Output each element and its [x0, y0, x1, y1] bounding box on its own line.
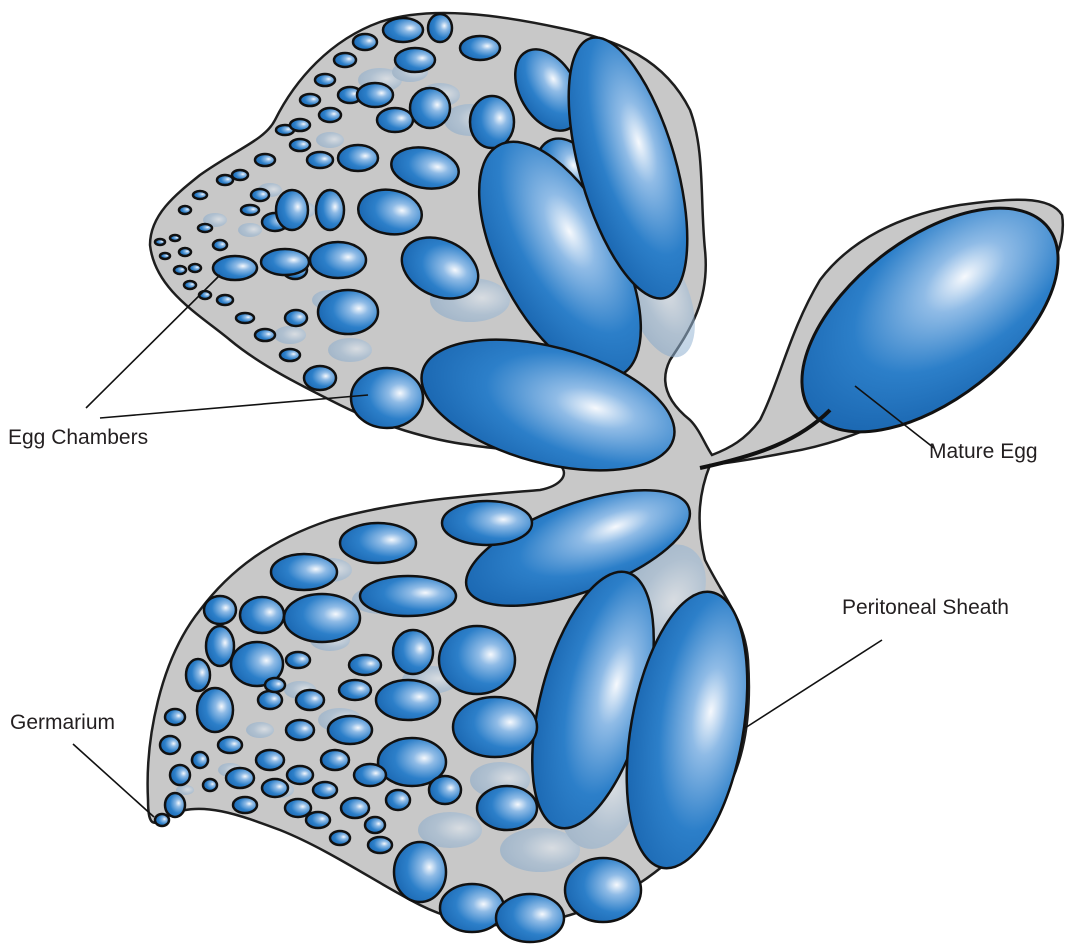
- egg-chambers-leader-2: [100, 395, 368, 418]
- egg-chambers-leader-1: [86, 275, 220, 408]
- mature-egg-label: Mature Egg: [929, 441, 1038, 462]
- peritoneal-sheath-leader: [745, 640, 882, 728]
- egg-chambers-label: Egg Chambers: [8, 427, 148, 448]
- germarium-label: Germarium: [10, 712, 115, 733]
- peritoneal-sheath-label: Peritoneal Sheath: [842, 597, 1009, 618]
- germarium-leader: [73, 744, 154, 817]
